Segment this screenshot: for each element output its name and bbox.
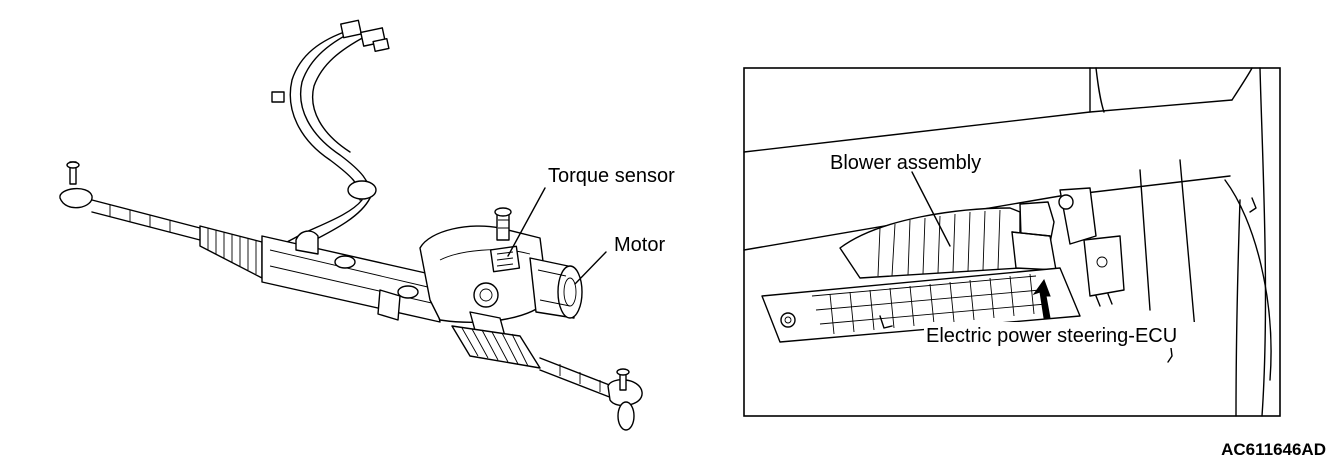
dashboard-structure bbox=[743, 67, 1272, 417]
torque-sensor-leader bbox=[507, 187, 546, 257]
side-bracket bbox=[1083, 235, 1173, 363]
wiring-harness bbox=[271, 19, 390, 249]
torque-sensor-label: Torque sensor bbox=[548, 165, 675, 187]
torque-sensor bbox=[489, 245, 521, 273]
eps-ecu-label: Electric power steering-ECU bbox=[926, 325, 1177, 347]
rack-housing bbox=[261, 230, 441, 323]
left-boot bbox=[199, 225, 263, 279]
right-tie-rod bbox=[539, 357, 643, 431]
motor-leader bbox=[574, 251, 607, 285]
blower-assembly-leader bbox=[911, 171, 951, 247]
motor bbox=[529, 257, 583, 319]
grille-panel bbox=[761, 267, 1081, 343]
right-boot bbox=[451, 325, 541, 369]
eps-ecu bbox=[1011, 231, 1057, 271]
interior-view-illustration bbox=[743, 67, 1281, 417]
steering-gear-illustration bbox=[59, 19, 643, 431]
eps-ecu-label-bg bbox=[924, 322, 1214, 348]
figure-code: AC611646AD bbox=[1221, 440, 1326, 459]
ecu-pointer-arrow bbox=[1032, 278, 1051, 319]
left-tie-rod bbox=[59, 161, 201, 241]
blower-assembly-label: Blower assembly bbox=[830, 152, 981, 174]
motor-label: Motor bbox=[614, 234, 665, 256]
